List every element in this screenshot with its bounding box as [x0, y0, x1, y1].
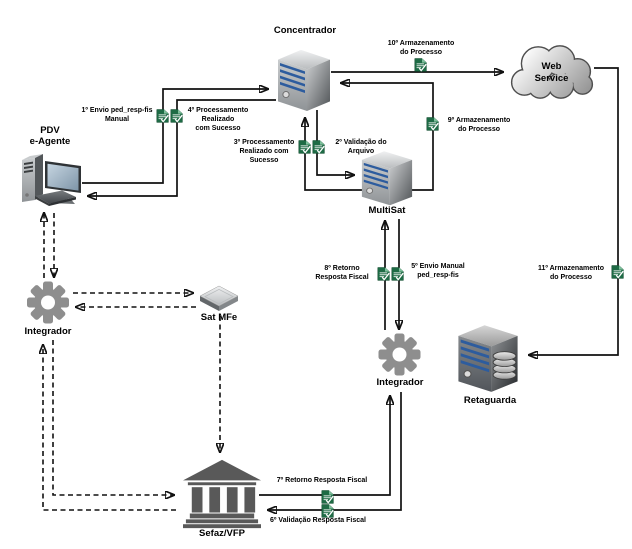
node-label-retaguarda: Retaguarda: [463, 395, 517, 406]
signed-document-icon: [321, 490, 334, 504]
edge-dashed-sefaz-to-integrador: [43, 345, 176, 511]
step-label-5: 5º Envio Manual ped_resp-fis: [411, 263, 465, 279]
signed-document-icon: [391, 267, 404, 281]
step-label-2: 2º Validação do Arquivo: [335, 139, 387, 155]
signed-document-icon: [170, 109, 183, 123]
node-label-sefaz: Sefaz/VFP: [199, 528, 245, 539]
edge-step2-concentrador-to-multisat: [316, 110, 354, 175]
node-label-multisat: MultiSat: [368, 205, 406, 216]
gear-icon: [25, 280, 71, 325]
node-label-concentrador: Concentrador: [273, 25, 337, 36]
node-label-integrador-multisat: Integrador: [376, 377, 424, 388]
cloud-icon: [502, 41, 601, 104]
step-label-11: 11º Armazenamento do Processo: [537, 265, 605, 281]
signed-document-icon: [298, 140, 311, 154]
edge-step1-pdv-to-concentrador: [82, 89, 268, 184]
step-label-1: 1º Envio ped_resp-fis Manual: [81, 107, 153, 123]
node-label-integrador-pdv: Integrador: [24, 326, 72, 337]
signed-document-icon: [611, 265, 624, 279]
node-label-web-service: Web Service: [534, 61, 569, 84]
edge-dashed-integrador-to-sefaz: [52, 340, 174, 495]
node-label-pdv: PDV e-Agente: [29, 125, 71, 147]
edge-step9-multisat-to-concentrador: [341, 83, 434, 191]
signed-document-icon: [312, 140, 325, 154]
signed-document-icon: [321, 504, 334, 518]
bank-building-icon: [183, 459, 261, 529]
signed-document-icon: [426, 117, 439, 131]
step-label-9: 9º Armazenamento do Processo: [447, 117, 511, 133]
edge-step4-concentrador-to-pdv: [88, 99, 276, 196]
signed-document-icon: [414, 58, 427, 72]
server-icon: [275, 45, 333, 113]
edge-step6-integrador-to-sefaz: [268, 392, 402, 510]
sat-device-icon: [196, 283, 242, 313]
step-label-4: 4º Processamento Realizado com Sucesso: [187, 107, 249, 132]
server-icon: [359, 147, 415, 207]
edge-step11-webservice-to-retaguarda: [529, 67, 619, 355]
database-server-icon: [455, 320, 521, 394]
signed-document-icon: [156, 109, 169, 123]
step-label-3: 3º Processamento Realizado com Sucesso: [233, 139, 295, 164]
edge-step7-sefaz-to-integrador: [259, 396, 390, 496]
step-label-10: 10º Armazenamento do Processo: [387, 40, 455, 56]
step-label-6: 6º Validação Resposta Fiscal: [270, 517, 366, 524]
desktop-computer-icon: [18, 150, 84, 210]
step-label-8: 8º Retorno Resposta Fiscal: [315, 265, 369, 281]
gear-icon: [377, 332, 422, 377]
node-label-sat-mfe: Sat MFe: [200, 312, 238, 323]
signed-document-icon: [377, 267, 390, 281]
step-label-7: 7º Retorno Resposta Fiscal: [276, 477, 368, 484]
